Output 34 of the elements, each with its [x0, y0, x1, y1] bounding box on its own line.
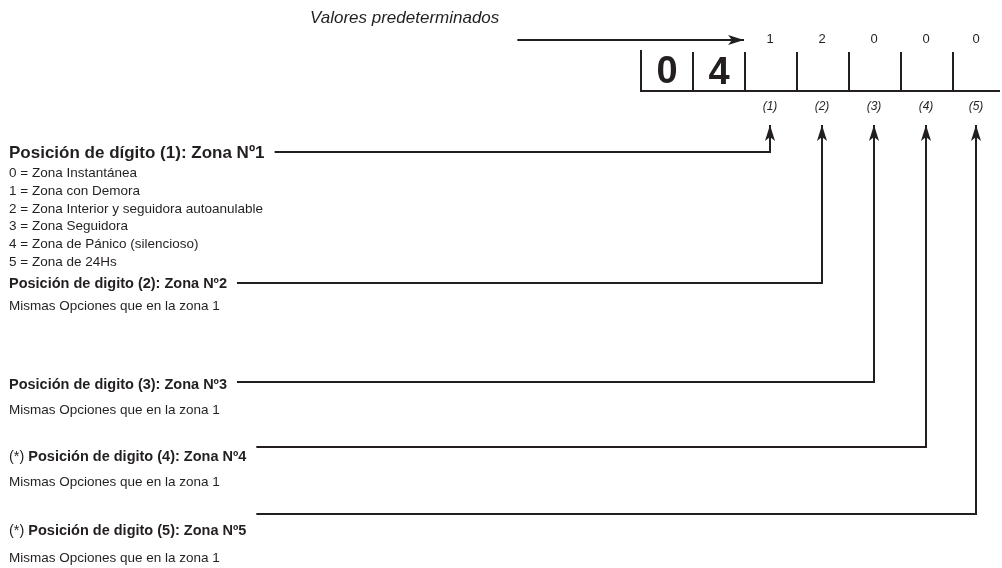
default-value: 0 — [921, 30, 931, 48]
position-label: (4) — [917, 98, 935, 114]
zone-heading: Posición de digito (3): Zona Nº3 — [9, 375, 227, 394]
leader-arrow — [255, 124, 931, 448]
digit-cell: 4 — [692, 52, 744, 92]
option-text: 0 = Zona Instantánea — [9, 164, 138, 182]
option-text: 2 = Zona Interior y seguidora autoanulable — [9, 199, 265, 218]
zone-heading: (*) Posición de digito (4): Zona Nº4 — [9, 447, 247, 466]
zone-heading: (*) Posición de digito (5): Zona Nº5 — [9, 521, 247, 540]
position-label: (1) — [761, 98, 779, 114]
arrow — [516, 35, 745, 45]
caption-text: Valores predeterminados — [310, 8, 500, 28]
option-text: Mismas Opciones que en la zona 1 — [9, 548, 221, 567]
position-label: (2) — [813, 98, 831, 114]
default-value: 0 — [869, 30, 879, 48]
option-text: Mismas Opciones que en la zona 1 — [9, 472, 221, 491]
option-text: 1 = Zona con Demora — [9, 181, 141, 200]
default-value: 2 — [817, 30, 827, 48]
default-value: 1 — [765, 30, 775, 48]
leader-arrow — [273, 124, 775, 153]
zone-heading: Posición de dígito (1): Zona Nº1 — [9, 142, 265, 164]
position-label: (5) — [967, 98, 985, 114]
option-text: 3 = Zona Seguidora — [9, 217, 129, 236]
leader-arrow — [235, 124, 879, 383]
leader-arrow — [235, 124, 827, 284]
leader-arrow — [255, 124, 981, 515]
position-label: (3) — [865, 98, 883, 114]
default-value: 0 — [971, 30, 981, 48]
digit-cell: 0 — [640, 50, 692, 92]
option-text: 5 = Zona de 24Hs — [9, 253, 118, 271]
option-text: 4 = Zona de Pánico (silencioso) — [9, 235, 200, 253]
zone-heading: Posición de digito (2): Zona Nº2 — [9, 274, 227, 293]
option-text: Mismas Opciones que en la zona 1 — [9, 400, 221, 419]
option-text: Mismas Opciones que en la zona 1 — [9, 296, 221, 315]
